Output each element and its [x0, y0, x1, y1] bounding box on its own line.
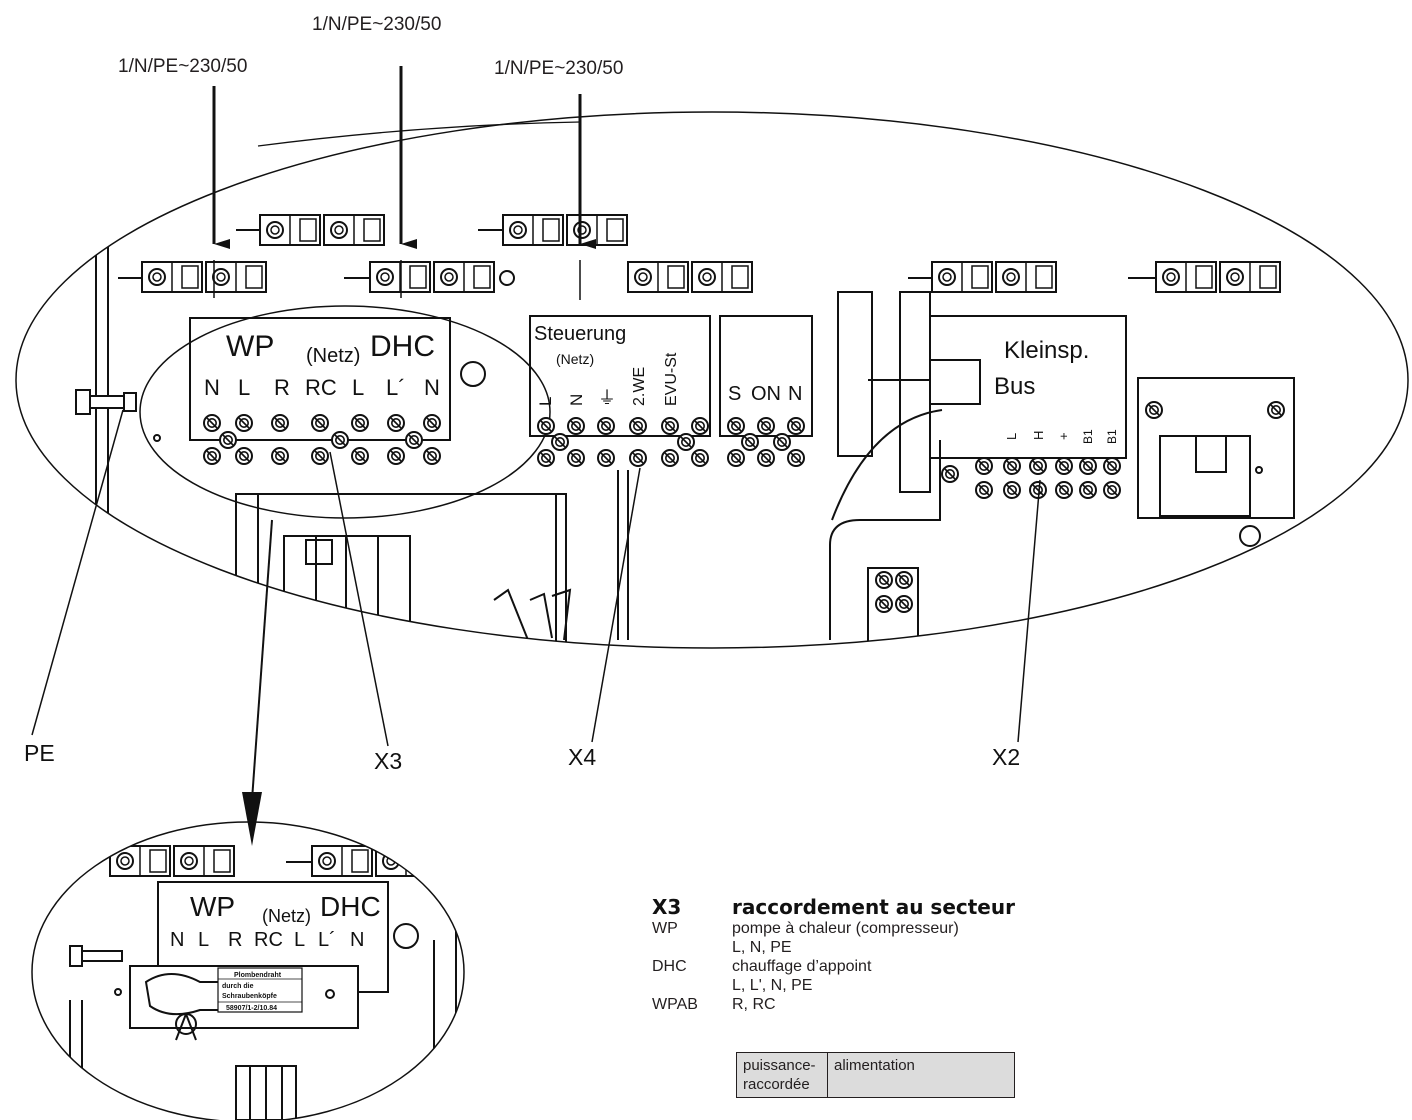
- callout-pe: PE: [24, 740, 55, 766]
- x3-title-mid: (Netz): [306, 345, 360, 367]
- seal-tag-line1: Plombendraht: [234, 972, 282, 979]
- callout-leaders: [31, 409, 1041, 801]
- zoom-title-mid: (Netz): [262, 906, 311, 926]
- table-header-power: puissance-raccordée: [736, 1052, 828, 1098]
- x4-terminal-label-1: N: [567, 394, 586, 406]
- zoom-title-right: DHC: [320, 891, 381, 922]
- x2-terminal-label-1: H: [1031, 431, 1046, 440]
- x3-block-labels: WP (Netz) DHC N L R RC L L´ N: [204, 330, 440, 400]
- supply-label-right: 1/N/PE~230/50: [494, 58, 624, 79]
- zoom-leader: [251, 519, 273, 801]
- legend-row: L, N, PE: [652, 938, 1072, 957]
- x3-terminal-label-4: L: [352, 375, 364, 400]
- legend-heading-text: raccordement au secteur: [732, 895, 1015, 919]
- seal-tag-line3: Schraubenköpfe: [222, 993, 277, 1000]
- legend-row-text: chauffage d’appoint: [732, 958, 872, 975]
- x3-leader: [329, 451, 389, 747]
- x4-block-labels: Steuerung (Netz) L N ⏚ 2.WE EVU-St: [534, 323, 680, 408]
- zoom-terminal-label-4: L: [294, 929, 305, 951]
- x4-terminal-label-3: 2.WE: [631, 367, 648, 406]
- x2-terminal-label-0: L: [1004, 433, 1019, 440]
- x2-terminal-label-3: B1: [1081, 429, 1095, 444]
- legend-row-text: L, N, PE: [732, 939, 792, 956]
- x3-title-left: WP: [226, 330, 274, 363]
- legend: X3 raccordement au secteur WP pompe à ch…: [652, 895, 1072, 1014]
- legend-heading: X3 raccordement au secteur: [652, 895, 1072, 919]
- x3-terminal-label-1: L: [238, 375, 250, 400]
- legend-row-key: WPAB: [652, 996, 698, 1013]
- pe-leader: [31, 409, 124, 736]
- legend-row: WP pompe à chaleur (compresseur): [652, 919, 1072, 938]
- x2-leader: [1017, 479, 1041, 743]
- x3-terminal-label-3: RC: [305, 375, 337, 400]
- main-detail-ellipse: [15, 111, 1409, 649]
- x2-subtitle: Bus: [994, 373, 1035, 400]
- supply-arrows: [212, 66, 596, 249]
- zoom-terminal-label-5: L´: [318, 929, 336, 951]
- x4-terminal-label-4: EVU-St: [663, 352, 680, 406]
- callout-x4: X4: [568, 744, 597, 770]
- x3-terminal-label-2: R: [274, 375, 290, 400]
- s-terminal-label: S: [728, 383, 741, 405]
- x4-terminal-label-2: ⏚: [598, 388, 616, 408]
- legend-row-key: DHC: [652, 958, 687, 975]
- legend-row: DHC chauffage d’appoint: [652, 957, 1072, 976]
- zoom-terminal-label-6: N: [350, 929, 364, 951]
- zoom-title-left: WP: [190, 891, 235, 922]
- seal-tag-line2: durch die: [222, 983, 254, 990]
- s-on-n-labels: S ON N: [728, 383, 802, 405]
- zoom-terminal-label-2: R: [228, 929, 242, 951]
- x3-terminal-label-6: N: [424, 375, 440, 400]
- supply-label-left: 1/N/PE~230/50: [118, 56, 248, 77]
- x3-terminal-label-0: N: [204, 375, 220, 400]
- legend-heading-key: X3: [652, 895, 682, 919]
- x4-title: Steuerung: [534, 323, 626, 345]
- table-header-supply: alimentation: [827, 1052, 1015, 1098]
- zoom-terminal-label-0: N: [170, 929, 184, 951]
- legend-row-text: L, L', N, PE: [732, 977, 813, 994]
- x2-terminal-label-4: B1: [1105, 429, 1119, 444]
- s-on-n-terminal-screws: [727, 417, 805, 467]
- table-header-row: puissance-raccordée alimentation: [736, 1052, 1015, 1098]
- legend-row-key: [652, 976, 732, 995]
- zoom-detail-ellipse: WP (Netz) DHC N L R RC L L´ N Plombendra…: [31, 821, 465, 1120]
- legend-row-key: WP: [652, 920, 678, 937]
- pe-bolt: [75, 389, 137, 415]
- supply-drop-lines: [213, 260, 581, 300]
- x3-terminal-label-5: L´: [386, 375, 406, 400]
- zoom-terminal-label-3: RC: [254, 929, 283, 951]
- legend-row: WPAB R, RC: [652, 995, 1072, 1014]
- callout-x2: X2: [992, 744, 1021, 770]
- x4-subtitle: (Netz): [556, 351, 594, 367]
- legend-row-text: R, RC: [732, 996, 776, 1013]
- x2-title: Kleinsp.: [1004, 337, 1089, 364]
- connection-table: puissance-raccordée alimentation: [736, 1052, 1015, 1098]
- x3-title-right: DHC: [370, 330, 435, 363]
- legend-row-key: [652, 938, 732, 957]
- zoom-terminal-label-1: L: [198, 929, 209, 951]
- x2-block-labels: Kleinsp. Bus L H + B1 B1: [994, 337, 1119, 444]
- legend-row-text: pompe à chaleur (compresseur): [732, 920, 959, 937]
- x4-terminal-label-0: L: [536, 397, 555, 406]
- n-terminal-label: N: [788, 383, 802, 405]
- supply-label-center: 1/N/PE~230/50: [312, 14, 442, 35]
- callout-x3: X3: [374, 748, 403, 774]
- zoom-arrowhead: [242, 792, 262, 846]
- x2-terminal-label-2: +: [1056, 432, 1071, 440]
- legend-row: L, L', N, PE: [652, 976, 1072, 995]
- x4-leader: [591, 467, 641, 743]
- seal-tag-code: 58907/1-2/10.84: [226, 1005, 277, 1012]
- on-terminal-label: ON: [751, 383, 781, 405]
